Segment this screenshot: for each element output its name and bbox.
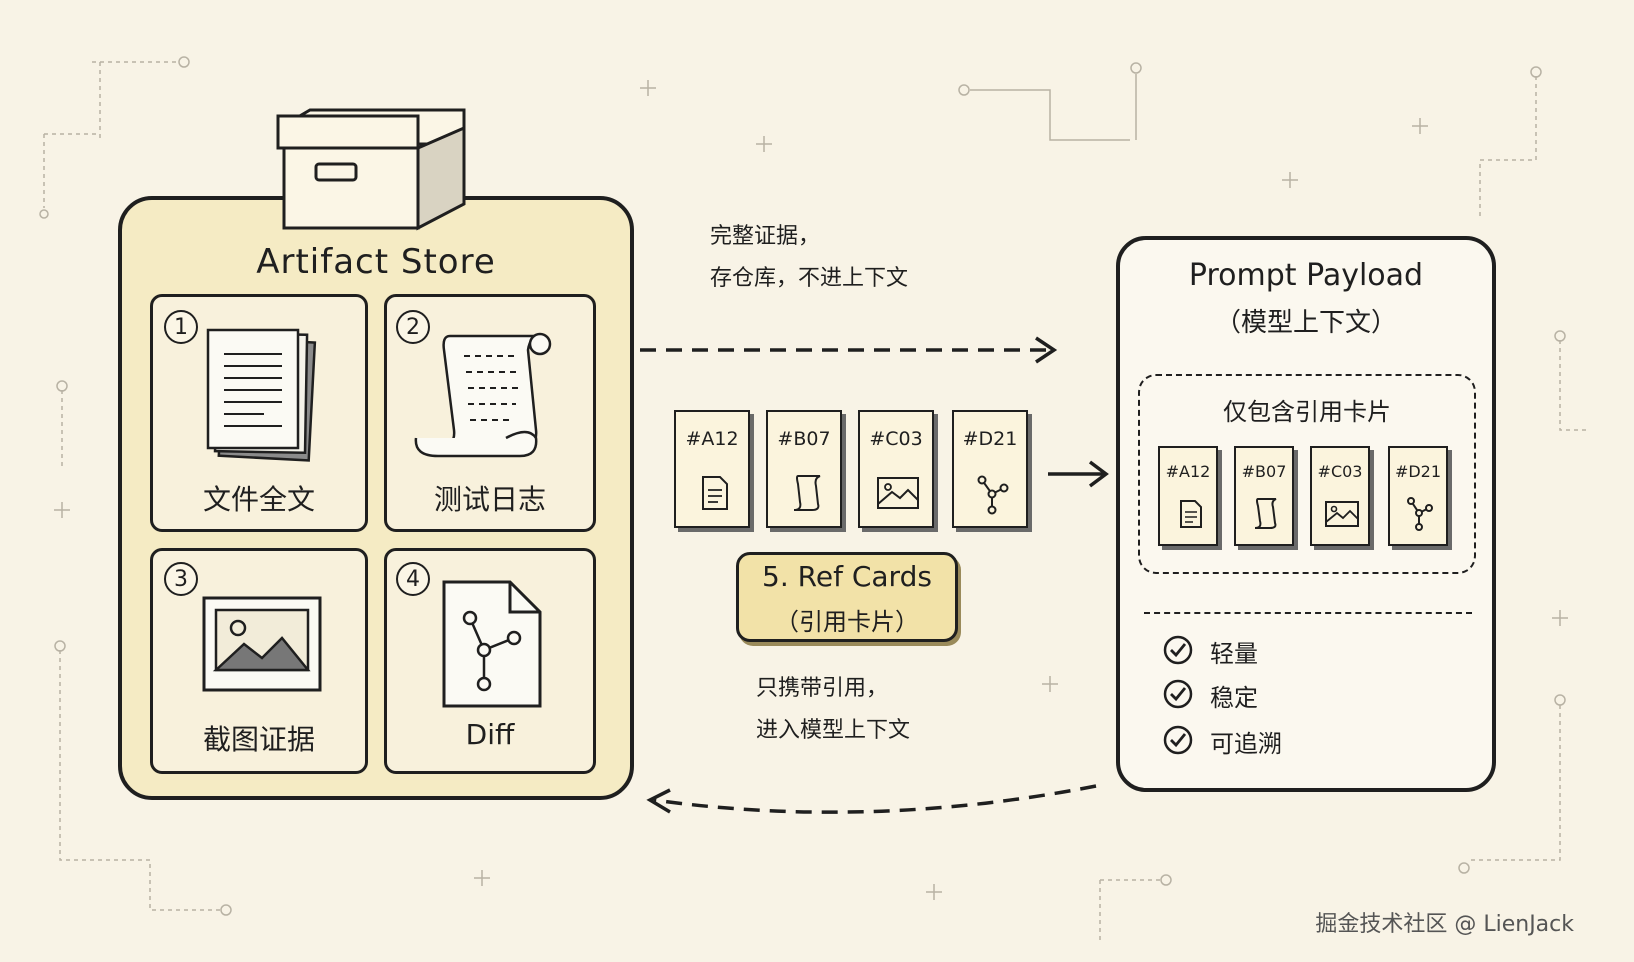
cell-label: 文件全文	[202, 483, 315, 516]
diff-graph-icon	[977, 475, 1009, 515]
diff-graph-icon	[442, 580, 542, 708]
card-id: #B07	[777, 428, 831, 450]
check-circle-icon	[1163, 635, 1193, 665]
ref-card: #D21	[1388, 446, 1448, 546]
ref-cards-only-box	[1138, 374, 1476, 574]
ref-card: #B07	[766, 410, 842, 528]
diff-graph-icon	[1407, 497, 1433, 531]
ref-cards-subtitle: （引用卡片）	[775, 608, 919, 636]
cell-number: 1	[164, 310, 198, 344]
card-id: #C03	[1317, 462, 1363, 481]
ref-cards-only-title: 仅包含引用卡片	[1223, 398, 1391, 426]
ref-card: #C03	[858, 410, 934, 528]
scroll-icon	[1254, 498, 1277, 529]
reference-note-line1: 只携带引用，	[756, 676, 889, 701]
reference-note: 只携带引用， 进入模型上下文	[756, 668, 910, 752]
card-id: #A12	[1165, 462, 1211, 481]
evidence-note-line2: 存仓库，不进上下文	[710, 266, 909, 291]
image-icon	[877, 477, 919, 509]
card-id: #B07	[1241, 462, 1287, 481]
card-id: #D21	[962, 428, 1018, 450]
payload-subtitle: （模型上下文）	[1214, 308, 1397, 338]
cell-number: 4	[396, 562, 430, 596]
cell-label: 截图证据	[202, 723, 315, 756]
card-id: #D21	[1394, 462, 1442, 481]
watermark: 掘金技术社区 @ LienJack	[1315, 912, 1574, 937]
document-icon	[702, 476, 728, 510]
storage-box-icon	[276, 108, 466, 231]
ref-card: #D21	[952, 410, 1028, 528]
cell-label: Diff	[465, 718, 515, 751]
payload-title: Prompt Payload	[1188, 258, 1424, 293]
cell-number: 3	[164, 562, 198, 596]
benefit-lightweight: 轻量	[1210, 640, 1258, 668]
image-icon	[202, 596, 322, 692]
benefit-stable: 稳定	[1210, 684, 1258, 712]
ref-cards-box	[736, 552, 958, 642]
card-id: #C03	[869, 428, 923, 450]
benefit-traceable: 可追溯	[1210, 730, 1282, 758]
evidence-note: 完整证据， 存仓库，不进上下文	[710, 216, 908, 300]
scroll-icon	[414, 332, 552, 458]
document-stack-icon	[206, 328, 317, 462]
ref-card: #A12	[674, 410, 750, 528]
reference-note-line2: 进入模型上下文	[756, 718, 911, 743]
check-circle-icon	[1163, 679, 1193, 709]
ref-cards-title: 5. Ref Cards	[762, 560, 932, 593]
cell-number: 2	[396, 310, 430, 344]
card-id: #A12	[685, 428, 739, 450]
ref-card: #C03	[1310, 446, 1370, 546]
evidence-note-line1: 完整证据，	[710, 224, 821, 249]
payload-separator	[1144, 612, 1472, 614]
ref-card: #B07	[1234, 446, 1294, 546]
scroll-icon	[793, 475, 821, 511]
document-icon	[1180, 500, 1202, 528]
image-icon	[1325, 501, 1359, 527]
ref-card: #A12	[1158, 446, 1218, 546]
store-title: Artifact Store	[256, 242, 496, 282]
check-circle-icon	[1163, 725, 1193, 755]
cell-label: 测试日志	[433, 483, 546, 516]
